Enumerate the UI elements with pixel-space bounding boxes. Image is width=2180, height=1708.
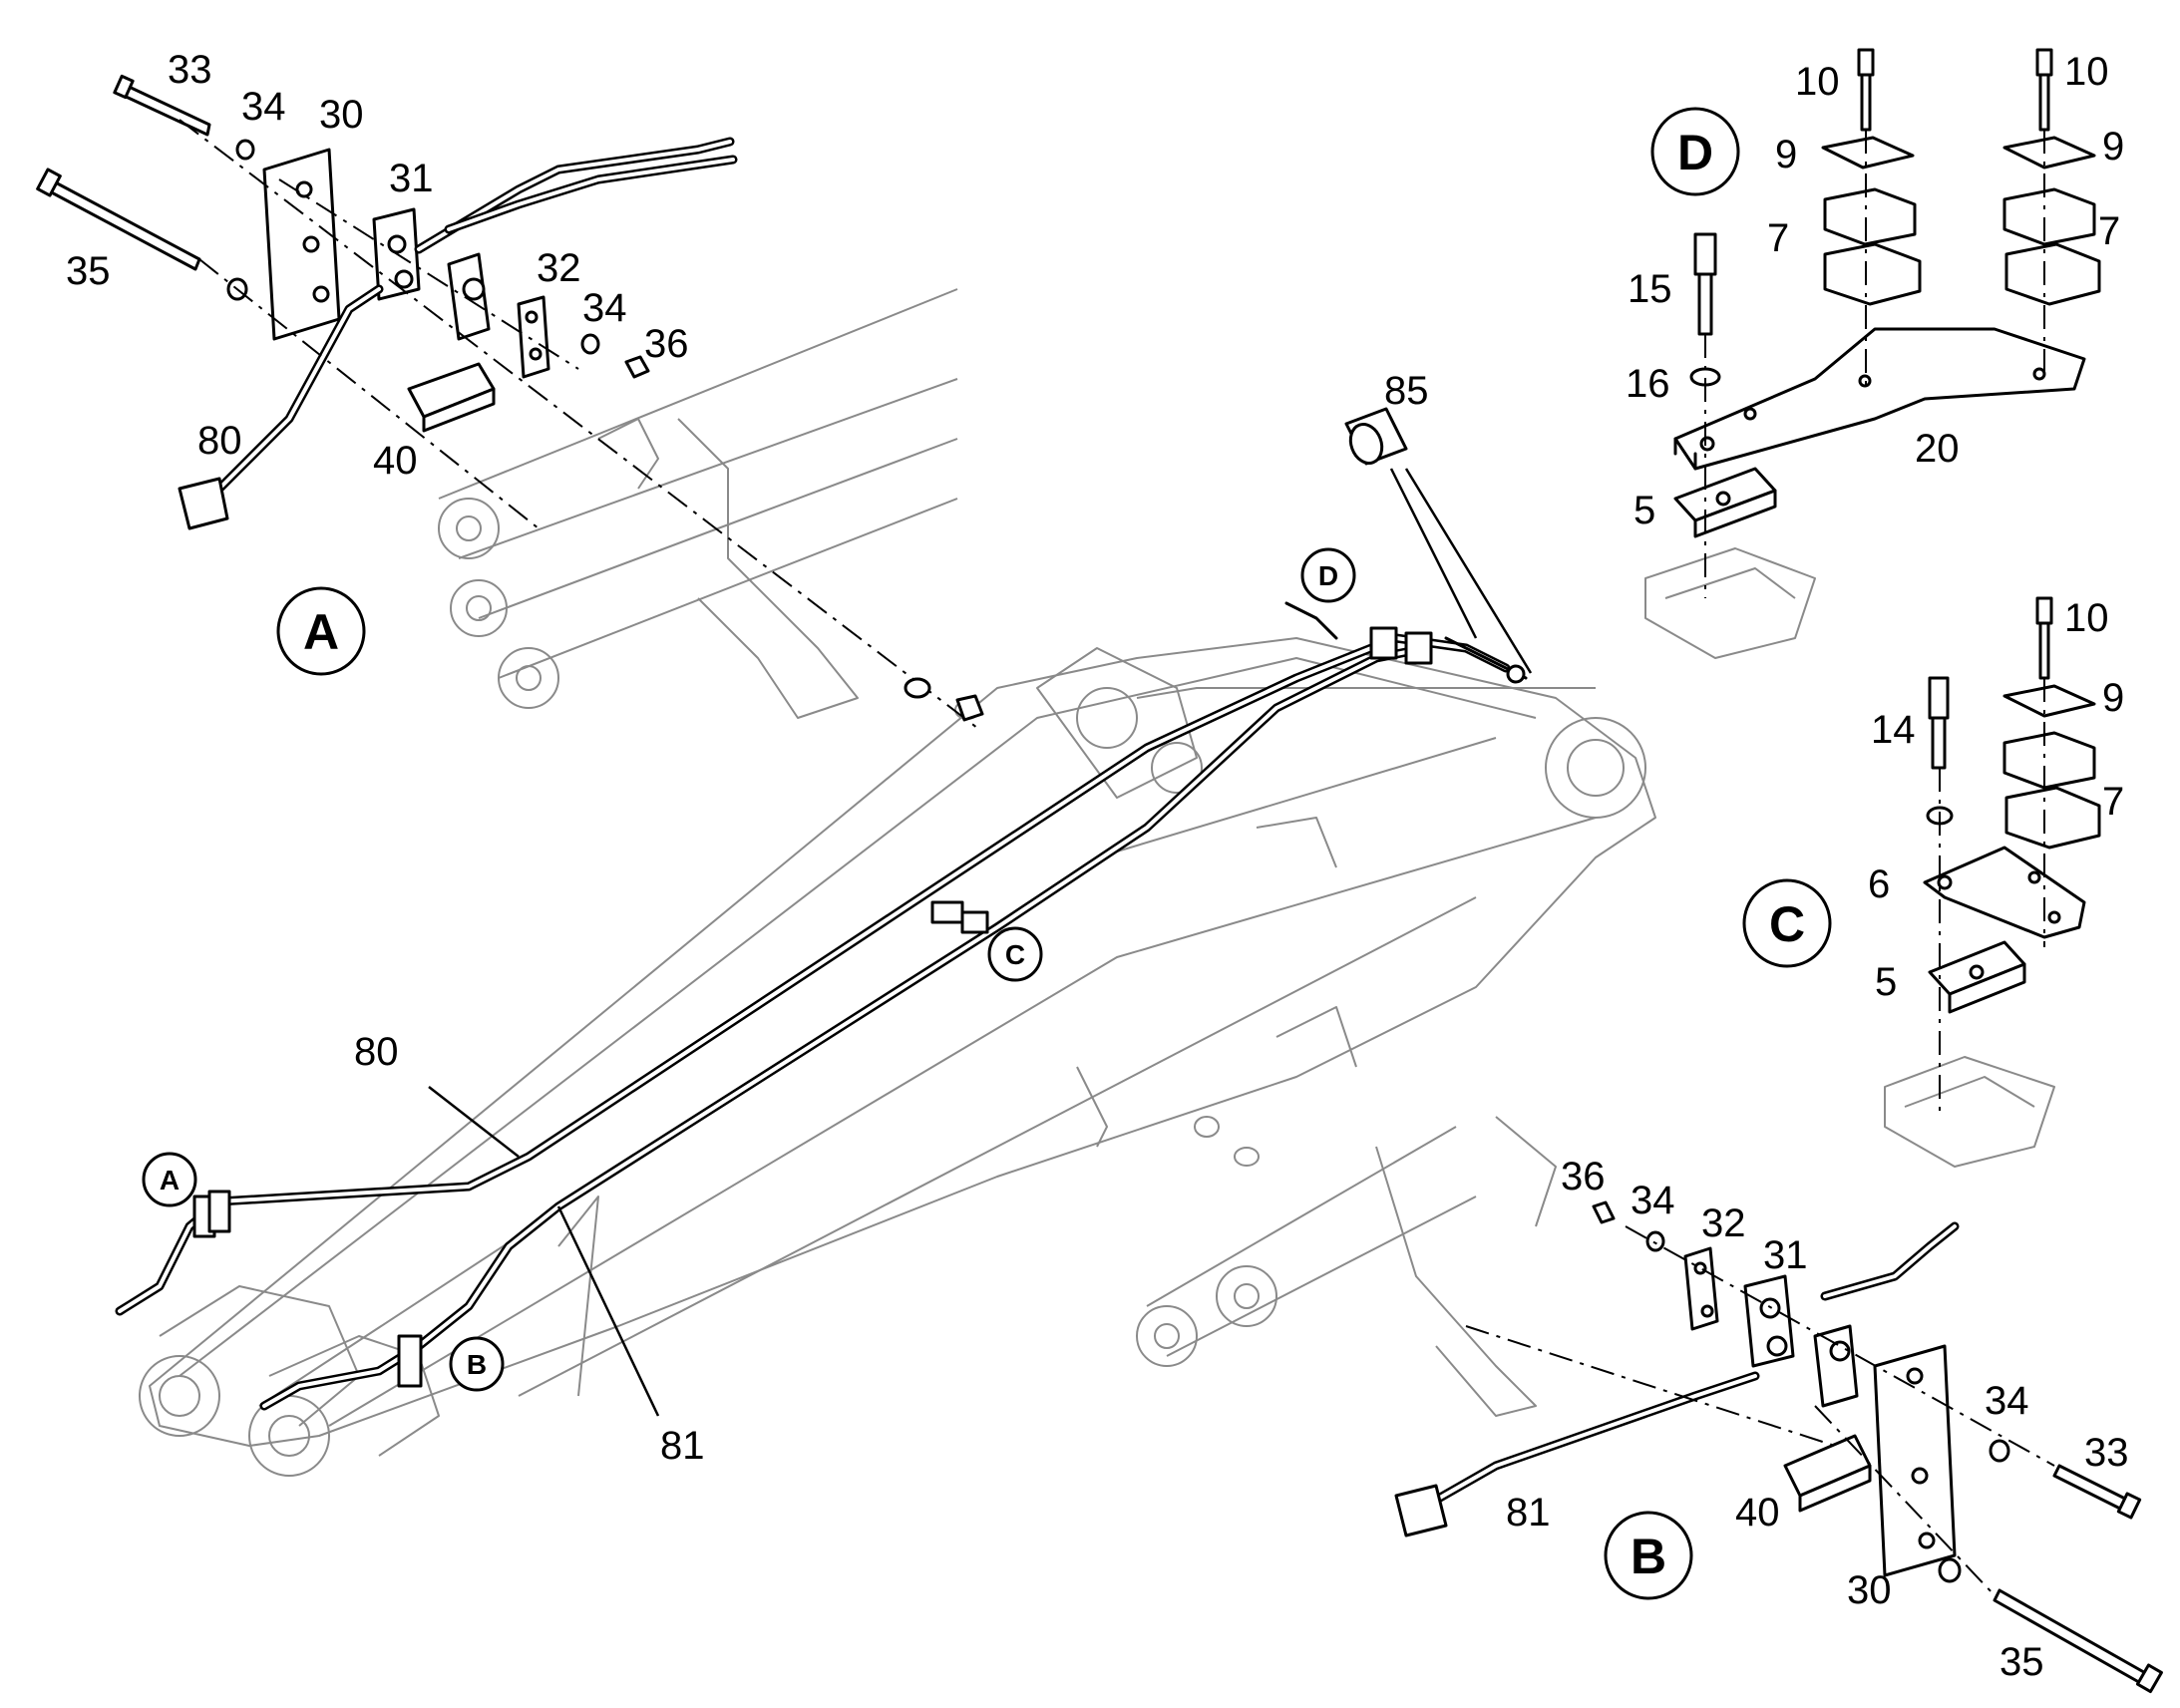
cylinder-background-a [438,288,980,720]
clamp-7-d1-lower [1823,242,1922,306]
plate-30-b [1873,1344,1957,1577]
svg-text:D: D [1318,560,1338,591]
washer-34-a1 [235,139,255,161]
svg-text:D: D [1677,125,1713,180]
label-5-d: 5 [1634,489,1655,532]
leader-80 [428,1086,520,1158]
label-9-c: 9 [2102,676,2124,720]
svg-text:B: B [467,1349,487,1380]
label-10-d1: 10 [1795,60,1840,104]
label-33-b: 33 [2084,1431,2129,1475]
label-5-c: 5 [1875,960,1897,1004]
view-marker-b-small: B [449,1336,505,1392]
label-85: 85 [1384,369,1429,413]
label-81-boom: 81 [660,1424,705,1468]
svg-text:A: A [303,604,339,660]
label-16: 16 [1626,362,1670,406]
bolt-14 [1928,676,1950,720]
clamp-7-d2-lower [2004,242,2101,306]
plate-30-a [262,148,341,341]
washer-34-b3 [1938,1557,1962,1583]
nut-36-b [1592,1200,1616,1224]
label-36-b: 36 [1561,1155,1606,1198]
svg-text:C: C [1005,939,1025,970]
washer-9-d1 [1821,136,1915,170]
svg-text:A: A [160,1165,180,1196]
label-34-a2: 34 [582,286,627,330]
label-40-b: 40 [1735,1491,1780,1535]
label-20: 20 [1915,427,1960,471]
label-35-a: 35 [66,249,111,293]
pipe-81-main [259,643,1431,1411]
plate-32-b [1683,1246,1719,1331]
washer-34-a3 [580,333,600,355]
pipe-nut-80-a [178,477,229,530]
bolt-10-d1 [1857,48,1875,77]
clamp-7-d2-upper [2002,187,2096,246]
label-7-c: 7 [2102,780,2124,824]
label-30-b: 30 [1847,1568,1892,1612]
label-10-d2: 10 [2064,50,2109,94]
label-35-b: 35 [1999,1640,2044,1684]
clamp-7-c-lower [2004,786,2101,850]
label-31-b: 31 [1763,1233,1808,1277]
label-80-boom: 80 [354,1030,399,1074]
boom-clamps [192,601,1528,1388]
view-marker-d-small: D [1300,547,1356,603]
view-marker-b-large: B [1604,1511,1693,1600]
label-40-a: 40 [373,439,418,483]
label-32-b: 32 [1701,1201,1746,1245]
plate-6 [1923,846,2086,939]
bolt-10-d2 [2035,48,2053,77]
cylinder-background-b [1136,1116,1557,1417]
label-9-d1: 9 [1775,133,1797,176]
bolt-33-a [120,83,211,137]
label-6: 6 [1868,862,1890,906]
bolt-15 [1693,232,1717,276]
view-marker-c-small: C [987,926,1043,982]
view-marker-a-large: A [276,586,366,676]
label-10-c: 10 [2064,596,2109,640]
label-31-a: 31 [389,157,434,200]
washer-34-b1 [1645,1230,1665,1252]
plate-32-a [517,295,550,379]
fitting-85 [1344,407,1533,674]
label-36-a: 36 [644,322,689,366]
nut-36-a [624,355,650,379]
label-30-a: 30 [319,93,364,137]
bolt-10-c [2035,596,2053,625]
detail-view-b [1394,1200,2163,1694]
bracket-20 [1673,327,2086,471]
clamp-7-d1-upper [1823,187,1917,246]
label-33-a: 33 [168,48,212,92]
view-marker-a-small: A [142,1152,197,1207]
label-7-d1: 7 [1767,216,1789,260]
label-81-b: 81 [1506,1491,1551,1535]
clamp-7-c-upper [2002,731,2096,790]
label-34-b2: 34 [1985,1379,2029,1423]
washer-9-c [2002,684,2096,718]
pipe-nut-81-b [1394,1484,1448,1537]
label-14: 14 [1871,708,1916,752]
washer-9-d2 [2002,136,2096,170]
label-80-a: 80 [197,419,242,463]
label-32-a: 32 [537,246,581,290]
detail-view-d [1644,48,2101,659]
view-marker-c-large: C [1742,878,1832,968]
detail-view-a [36,74,984,729]
svg-text:B: B [1631,1529,1666,1584]
label-34-a1: 34 [241,85,286,129]
washer-34-b2 [1989,1439,2010,1463]
pipe-80-main [115,633,1511,1316]
label-34-b1: 34 [1631,1179,1675,1222]
view-marker-d-large: D [1650,107,1740,196]
detail-view-c [1884,596,2101,1168]
leader-81 [556,1205,660,1417]
label-9-d2: 9 [2102,125,2124,169]
label-7-d2: 7 [2098,209,2120,253]
label-15: 15 [1628,267,1672,311]
svg-text:C: C [1769,896,1805,952]
